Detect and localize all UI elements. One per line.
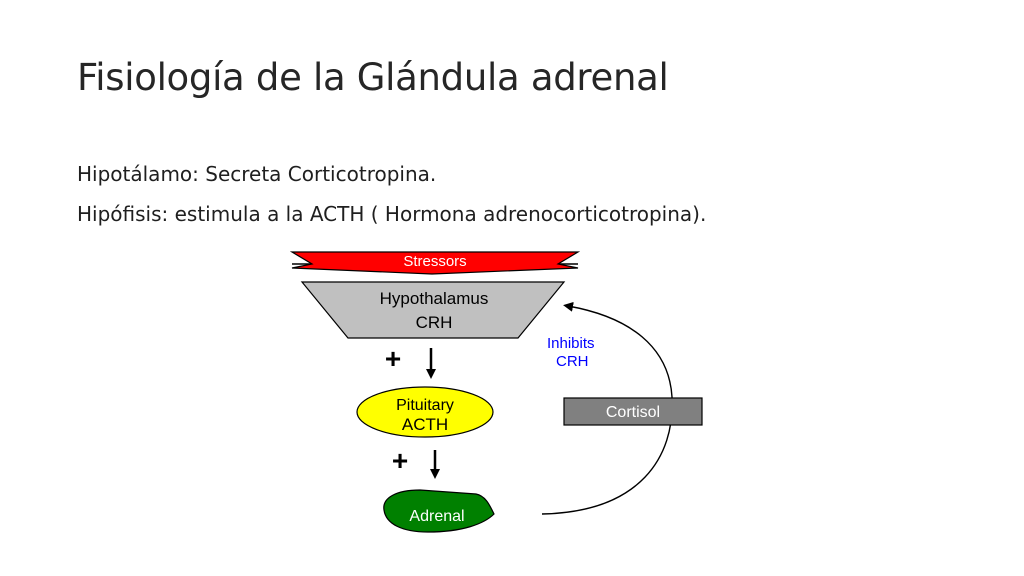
crh-label: CRH xyxy=(416,313,453,332)
inhibits-crh-label: CRH xyxy=(556,353,589,370)
stressors-shape xyxy=(289,251,581,275)
stressors-banner: Stressors xyxy=(289,251,581,275)
pituitary-shape xyxy=(356,386,494,438)
stressors-label: Stressors xyxy=(403,253,466,270)
cortisol-shape xyxy=(563,397,703,426)
pituitary-node: Pituitary ACTH xyxy=(356,386,494,438)
pituitary-label: Pituitary xyxy=(396,397,454,414)
hypothalamus-node: Hypothalamus CRH xyxy=(300,281,566,339)
adrenal-label: Adrenal xyxy=(409,508,464,525)
feedback-arrow xyxy=(541,301,673,515)
slide-title: Fisiología de la Glándula adrenal xyxy=(77,56,669,99)
plus-sign-crh: + xyxy=(385,343,401,374)
hpa-axis-diagram: Stressors Hypothalamus CRH + Pituitary A… xyxy=(280,242,720,542)
cortisol-node: Cortisol xyxy=(563,397,703,426)
inhibits-label: Inhibits xyxy=(547,335,595,352)
adrenal-node: Adrenal xyxy=(383,489,495,533)
hypothalamus-shape xyxy=(300,281,566,339)
cortisol-label: Cortisol xyxy=(606,404,660,421)
acth-label: ACTH xyxy=(402,415,448,434)
body-line-hypothalamus: Hipotálamo: Secreta Corticotropina. xyxy=(77,162,437,186)
plus-sign-acth: + xyxy=(392,445,408,476)
body-line-pituitary: Hipófisis: estimula a la ACTH ( Hormona … xyxy=(77,202,707,226)
hypothalamus-label: Hypothalamus xyxy=(380,289,489,308)
adrenal-shape xyxy=(383,489,495,533)
